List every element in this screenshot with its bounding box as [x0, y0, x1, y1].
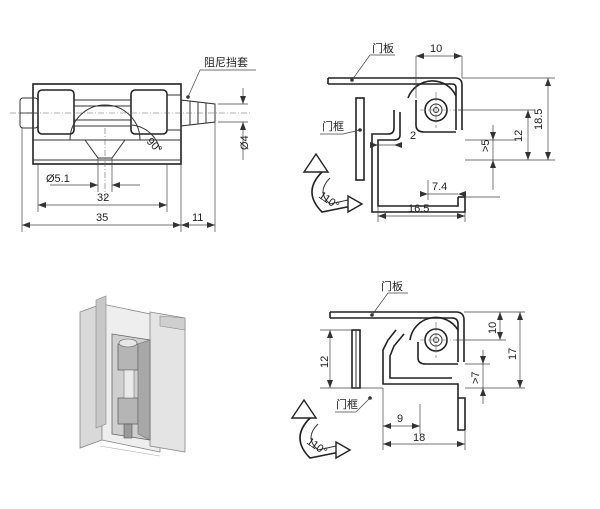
dim-17-label: 17	[507, 348, 519, 360]
hinge-body-outline	[32, 83, 182, 165]
left-knuckle	[37, 89, 75, 135]
frame-leaf	[371, 110, 466, 213]
pin-end-iso	[123, 423, 133, 439]
door-panel-plate-2	[330, 311, 465, 362]
door-frame-label-top: 门框	[322, 119, 344, 133]
dim-9-label: 9	[397, 413, 403, 425]
dim-32-label: 32	[97, 192, 109, 204]
door-frame-post	[355, 97, 365, 181]
dim-gt5-label: >5	[480, 139, 492, 152]
door-panel-right	[149, 311, 186, 453]
dim-35-label: 35	[96, 212, 108, 224]
dim-16-5-label: 16.5	[408, 203, 429, 215]
dim-gt7-label: >7	[470, 371, 482, 384]
door-frame-label-bottom: 门框	[336, 397, 358, 411]
dim-7-4-label: 7.4	[432, 181, 447, 193]
front-view: 90° 阻尼挡套 Ø4 Ø5.1 32	[10, 55, 256, 232]
dim-11-label: 11	[192, 212, 203, 224]
door-panel-plate	[328, 77, 463, 130]
dim-12-bottom-label: 12	[319, 356, 331, 368]
damper-sleeve-shape	[166, 94, 216, 131]
angle-90-label: 90°	[144, 136, 164, 156]
dim-18-5-label: 18.5	[533, 109, 545, 130]
bottom-section-view: 门板 门框 12 17 10 >7 9	[290, 279, 525, 460]
dim-12-top-label: 12	[513, 130, 525, 142]
door-panel-label-bottom: 门板	[381, 279, 403, 293]
pin-diameter-label: Ø4	[239, 135, 251, 150]
rotation-arrow-top	[311, 171, 353, 213]
damper-sleeve-label: 阻尼挡套	[204, 55, 248, 69]
rotation-arrow-bottom	[299, 417, 341, 459]
door-panel-label-top: 门板	[372, 41, 394, 55]
dim-10-bottom-label: 10	[487, 322, 499, 334]
frame-leaf-2	[382, 329, 466, 430]
right-knuckle	[130, 89, 168, 135]
dim-10-top-label: 10	[430, 43, 442, 55]
dim-18-label: 18	[413, 432, 425, 444]
isometric-view	[79, 295, 186, 457]
bore-diameter-label: Ø5.1	[46, 173, 70, 185]
dim-2-label: 2	[410, 130, 416, 142]
top-section-view: 门板 门框 10 2 18.5 12 >5	[302, 41, 555, 222]
